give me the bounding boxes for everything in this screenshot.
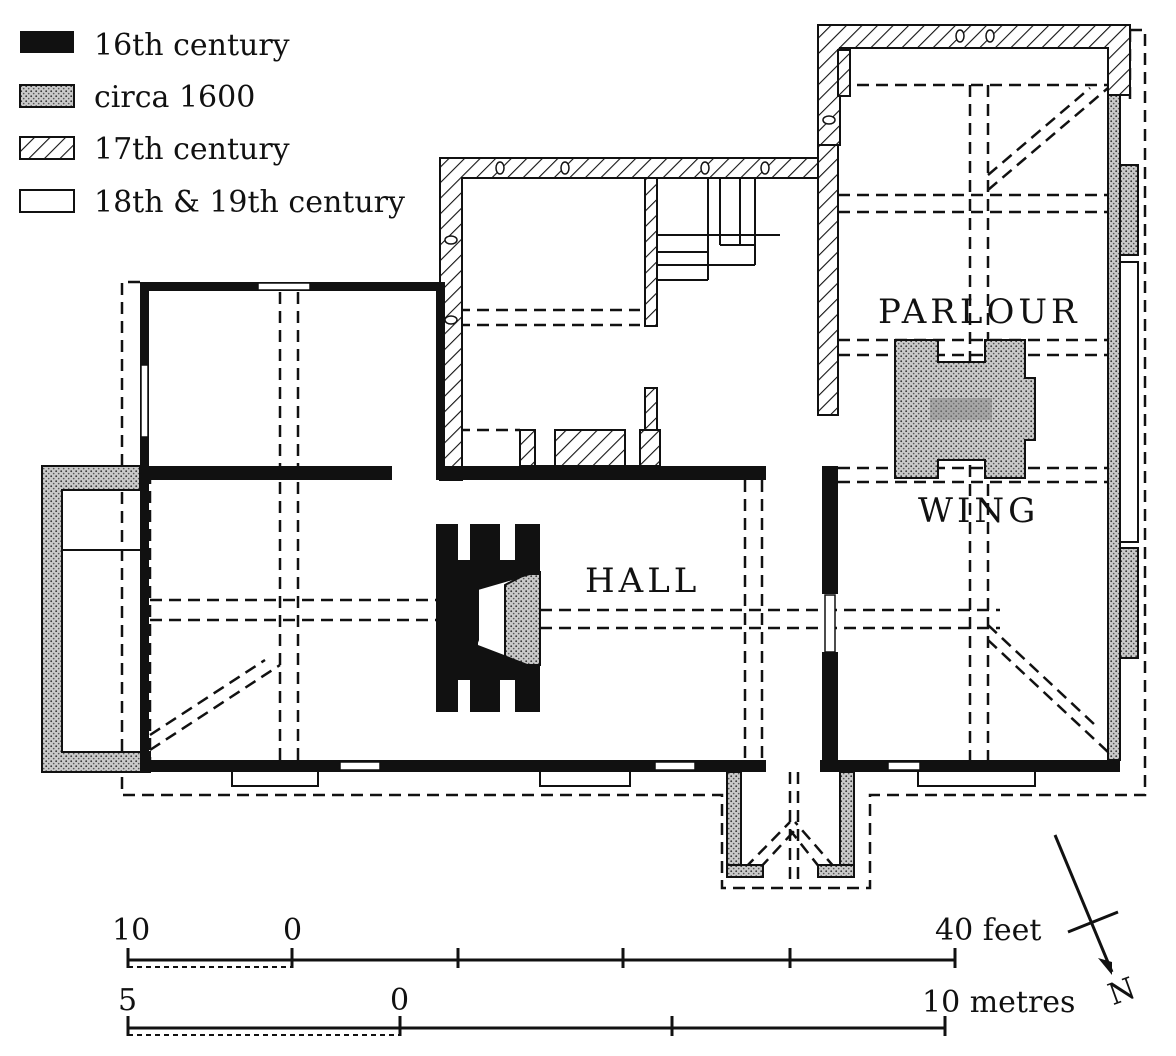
scale-bar-metres: 5 0 10 metres [118,983,1075,1036]
east-wall-strip [1107,94,1121,761]
legend-label: circa 1600 [94,80,255,115]
scale-metres-right-label: 10 metres [922,985,1075,1020]
scale-feet-left-label: 10 [112,913,150,948]
legend-item-17th-century: 17th century [19,132,290,167]
east-bay-windows [1119,164,1139,659]
scale-bar-feet: 10 0 40 feet [112,913,1041,968]
legend-swatch-hatch [19,136,75,160]
legend-label: 17th century [94,132,290,167]
legend-item-circa-1600: circa 1600 [19,80,255,115]
legend-swatch-stipple [19,84,75,108]
legend-swatch-solid [20,31,74,53]
scale-metres-zero-label: 0 [390,983,409,1018]
scale-feet-right-label: 40 feet [935,913,1041,948]
window-openings [140,282,921,771]
parlour-west-wall [817,144,839,416]
south-bay-windows [231,772,1036,787]
room-label-parlour: PARLOUR [878,292,1081,332]
porch-west-wall [726,771,742,878]
legend-label: 18th & 19th century [94,185,405,220]
porch-east-wall [839,771,855,878]
north-arrow-label: N [1104,971,1141,1013]
legend-item-16th-century: 16th century [20,28,290,63]
ceiling-beams [148,83,1115,885]
room-label-hall: HALL [585,561,700,601]
west-annexe-wall [41,465,151,773]
scale-metres-left-label: 5 [118,983,137,1018]
north-arrow-icon [1098,958,1112,975]
legend: 16th century circa 1600 17th century 18t… [19,28,405,220]
17th-century-walls [439,24,1131,481]
legend-swatch-open [19,189,75,213]
legend-item-18th-19th-century: 18th & 19th century [19,185,405,220]
legend-label: 16th century [94,28,290,63]
hall-fireplace-east-back [504,571,541,666]
staircase [657,178,780,281]
room-label-wing: WING [918,491,1039,531]
scale-feet-zero-label: 0 [283,913,302,948]
